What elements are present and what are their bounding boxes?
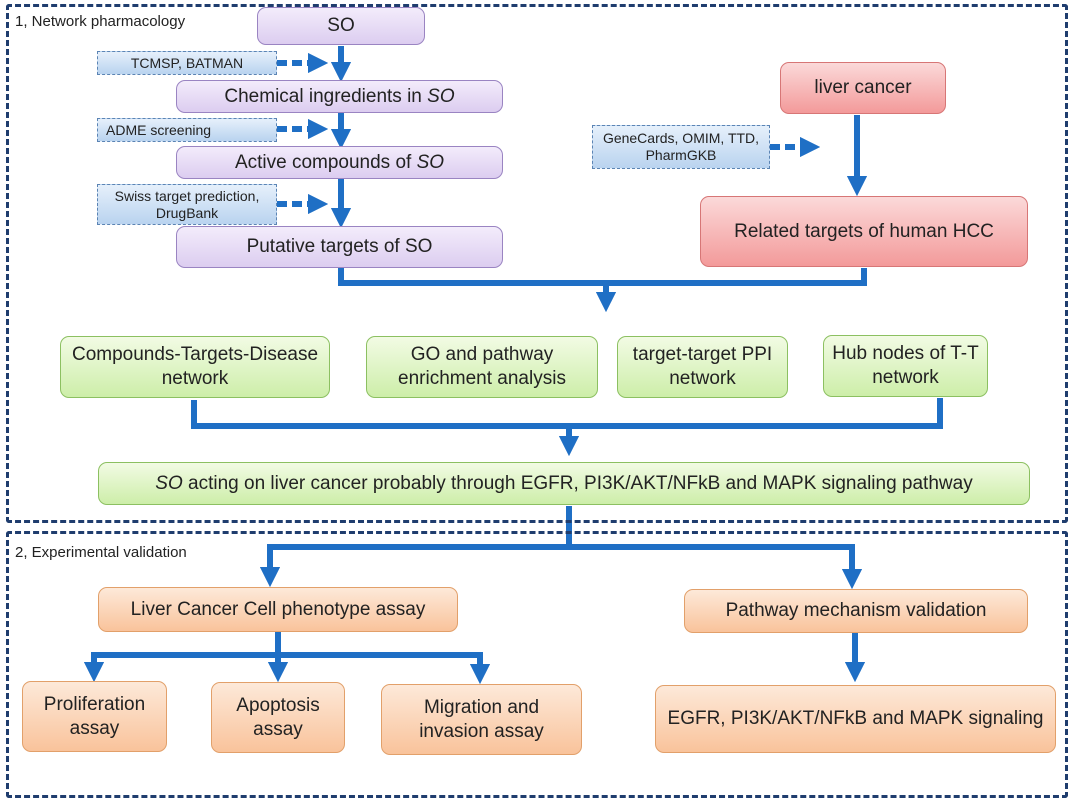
so-label: SO <box>327 15 355 37</box>
ctd-network-label: Compounds-Targets-Disease network <box>71 344 319 389</box>
experimental-validation-title: 2, Experimental validation <box>15 544 187 561</box>
network-pharmacology-section <box>6 4 1068 523</box>
chemical-ingredients-node: Chemical ingredients in SO <box>176 80 503 113</box>
putative-targets-label: Putative targets of SO <box>246 236 433 258</box>
hub-nodes-label: Hub nodes of T-T network <box>832 343 979 388</box>
signaling-label: EGFR, PI3K/AKT/NFkB and MAPK signaling <box>667 708 1044 730</box>
active-compounds-label: Active compounds of SO <box>234 151 445 173</box>
signaling-node: EGFR, PI3K/AKT/NFkB and MAPK signaling <box>655 685 1056 753</box>
ppi-network-label: target-target PPI network <box>632 344 773 389</box>
hub-nodes-node: Hub nodes of T-T network <box>823 335 988 397</box>
phenotype-assay-label: Liver Cancer Cell phenotype assay <box>130 598 426 620</box>
conclusion-node: SO acting on liver cancer probably throu… <box>98 462 1030 505</box>
related-targets-label: Related targets of human HCC <box>734 220 994 242</box>
liver-cancer-label: liver cancer <box>814 77 912 99</box>
ppi-network-node: target-target PPI network <box>617 336 788 398</box>
genecards-source: GeneCards, OMIM, TTD, PharmGKB <box>592 125 770 169</box>
migration-invasion-label: Migration and invasion assay <box>419 696 544 742</box>
apoptosis-assay-node: Apoptosis assay <box>211 682 345 753</box>
swiss-drugbank-source: Swiss target prediction, DrugBank <box>97 184 277 225</box>
related-targets-node: Related targets of human HCC <box>700 196 1028 267</box>
proliferation-assay-label: Proliferation assay <box>43 693 146 739</box>
go-enrichment-label: GO and pathway enrichment analysis <box>398 344 566 389</box>
apoptosis-assay-label: Apoptosis assay <box>236 694 320 740</box>
network-pharmacology-title: 1, Network pharmacology <box>15 13 186 30</box>
pathway-validation-label: Pathway mechanism validation <box>725 600 987 622</box>
conclusion-label: SO acting on liver cancer probably throu… <box>155 472 973 494</box>
proliferation-assay-node: Proliferation assay <box>22 681 167 752</box>
chemical-ingredients-label: Chemical ingredients in SO <box>224 85 455 107</box>
so-node: SO <box>257 7 425 45</box>
pathway-validation-node: Pathway mechanism validation <box>684 589 1028 633</box>
migration-invasion-node: Migration and invasion assay <box>381 684 582 755</box>
ctd-network-node: Compounds-Targets-Disease network <box>60 336 330 398</box>
active-compounds-node: Active compounds of SO <box>176 146 503 179</box>
putative-targets-node: Putative targets of SO <box>176 226 503 268</box>
liver-cancer-node: liver cancer <box>780 62 946 114</box>
tcmsp-batman-source: TCMSP, BATMAN <box>97 51 277 75</box>
adme-screening-source: ADME screening <box>97 118 277 142</box>
experimental-validation-section <box>6 531 1068 798</box>
phenotype-assay-node: Liver Cancer Cell phenotype assay <box>98 587 458 632</box>
arrow-merge-targets <box>338 268 867 286</box>
go-enrichment-node: GO and pathway enrichment analysis <box>366 336 598 398</box>
